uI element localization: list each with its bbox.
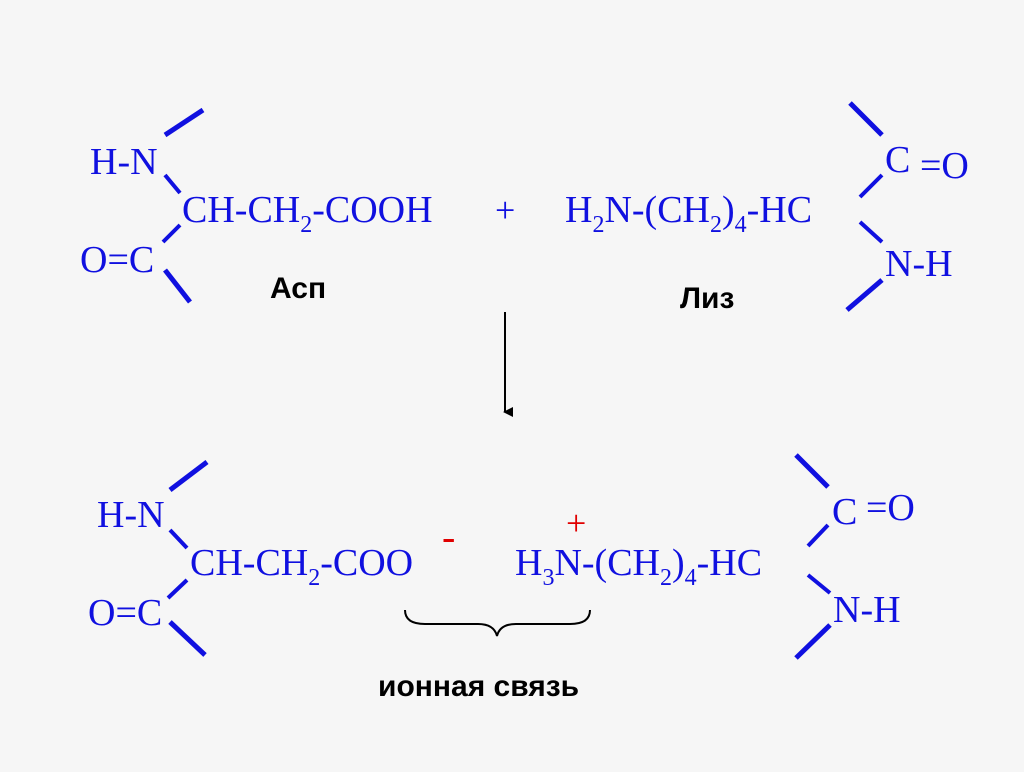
carboxylate-minus: - (442, 514, 455, 559)
top-lys-nh: N-H (885, 243, 953, 285)
backbone-bond (168, 620, 207, 657)
top-lys-c: C (885, 139, 910, 181)
backbone-bond (845, 278, 884, 312)
ionic-bond-label: ионная связь (378, 670, 579, 703)
backbone-bond (166, 578, 189, 600)
top-lys-chain: H2N-(CH2)4-HC (565, 189, 812, 238)
bottom-asp-structure (166, 460, 209, 657)
bottom-lys-chain: H3N-(CH2)4-HC (515, 542, 762, 591)
backbone-bond (163, 173, 182, 195)
bottom-lys-eqo: =O (866, 487, 915, 529)
backbone-bond (794, 623, 832, 660)
bottom-asp-oc: O=C (88, 592, 162, 634)
backbone-bond (168, 460, 209, 492)
backbone-bond (163, 268, 192, 304)
backbone-bond (806, 573, 832, 595)
bottom-lys-nh: N-H (833, 589, 901, 631)
top-asp-hn: H-N (90, 141, 158, 183)
bottom-asp-hn: H-N (97, 494, 165, 536)
top-lys-eqo: =O (920, 145, 969, 187)
backbone-bond (806, 523, 830, 548)
plus-sign: + (495, 190, 515, 230)
bottom-lys-c: C (832, 491, 857, 533)
ionic-bond-brace (404, 609, 591, 637)
label-lys: Лиз (680, 282, 734, 315)
backbone-bond (858, 173, 884, 199)
top-asp-structure (161, 107, 205, 304)
backbone-bond (168, 528, 189, 550)
bottom-lys-structure (794, 453, 832, 660)
backbone-bond (794, 453, 830, 489)
top-lys-structure (845, 101, 884, 312)
backbone-bond (161, 223, 182, 244)
bottom-asp-chain: CH-CH2-COO (190, 542, 413, 591)
backbone-bond (163, 107, 205, 138)
top-asp-chain: CH-CH2-COOH (182, 189, 433, 238)
ammonium-plus: + (566, 503, 586, 543)
top-asp-oc: O=C (80, 239, 154, 281)
backbone-bond (858, 220, 884, 244)
label-asp: Асп (270, 272, 326, 305)
backbone-bond (848, 101, 884, 137)
